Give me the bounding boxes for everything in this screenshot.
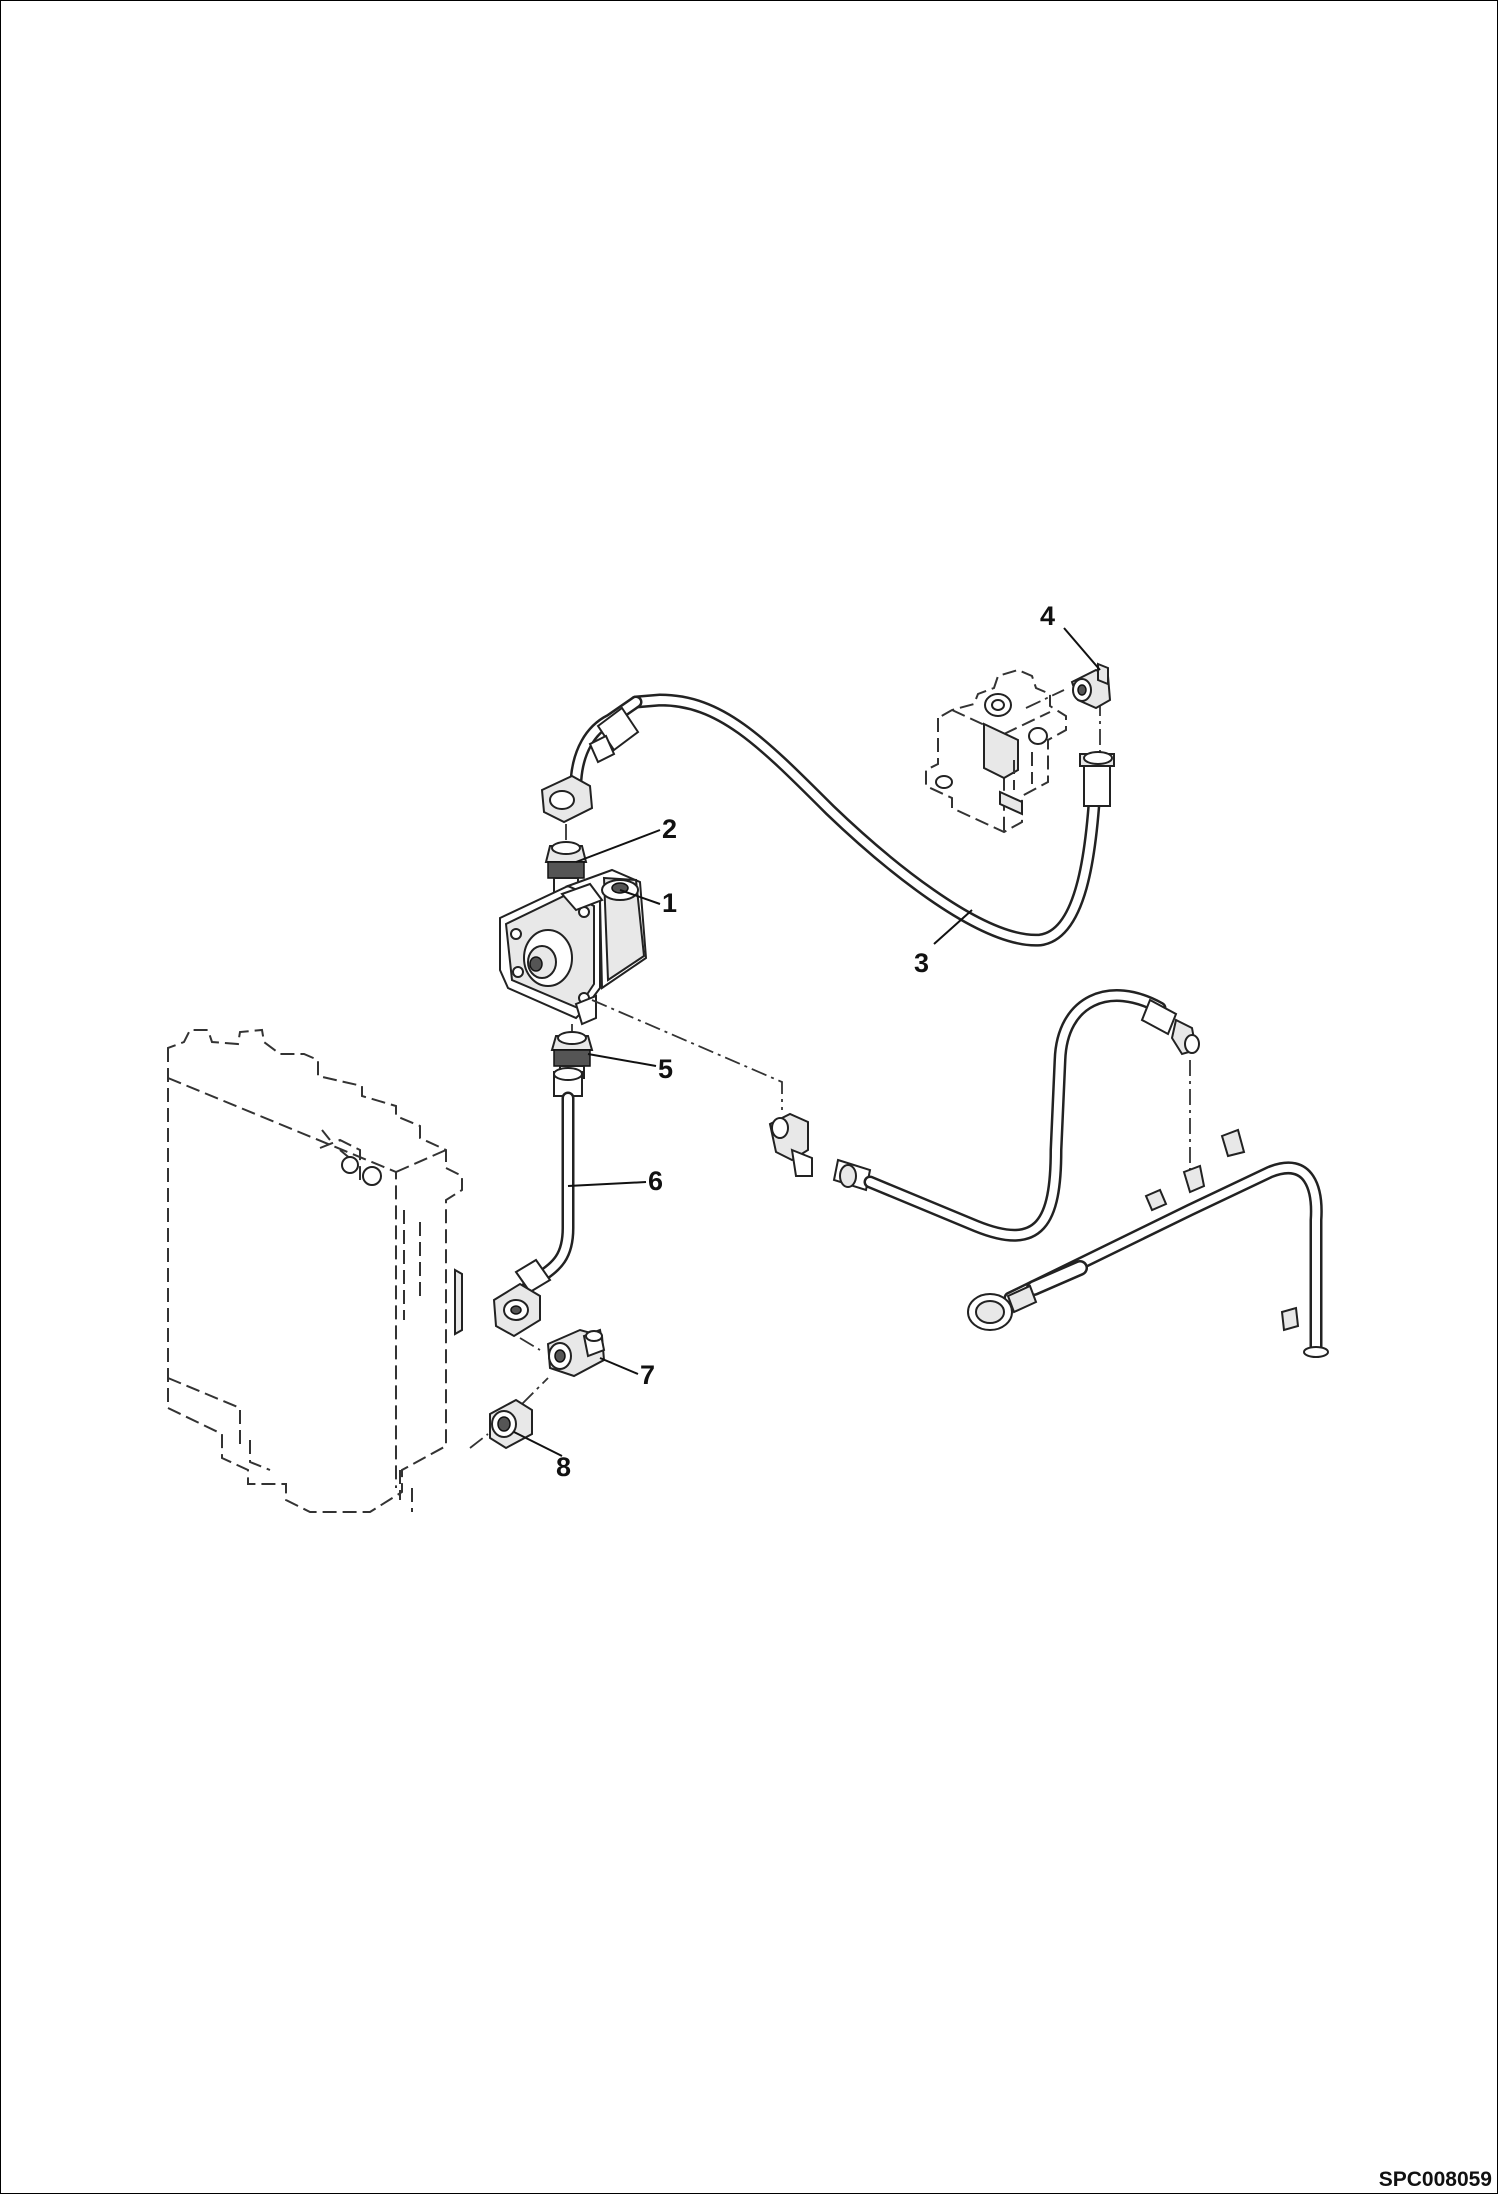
leader-lines	[513, 627, 1101, 1457]
return-hose-assembly	[768, 989, 1329, 1358]
callout-5: 5	[658, 1054, 673, 1084]
callout-4: 4	[1040, 601, 1055, 631]
callout-8: 8	[556, 1452, 571, 1482]
callout-7: 7	[640, 1360, 655, 1390]
callout-1: 1	[662, 888, 677, 918]
callout-labels: 1 2 3 4 5 6 7 8	[556, 601, 1055, 1482]
callout-2: 2	[662, 814, 677, 844]
tee-fitting-7	[519, 1328, 606, 1378]
radiator-phantom	[167, 1028, 463, 1513]
drawing-code: SPC008059	[1378, 2168, 1492, 2191]
callout-6: 6	[648, 1166, 663, 1196]
fitting-8	[469, 1377, 549, 1450]
elbow-fitting-4	[1070, 662, 1112, 710]
callout-3: 3	[914, 948, 929, 978]
control-valve	[925, 668, 1067, 834]
hydraulic-pump-1	[499, 868, 648, 1026]
hose-6	[492, 1067, 583, 1338]
hose-3	[540, 693, 1115, 947]
